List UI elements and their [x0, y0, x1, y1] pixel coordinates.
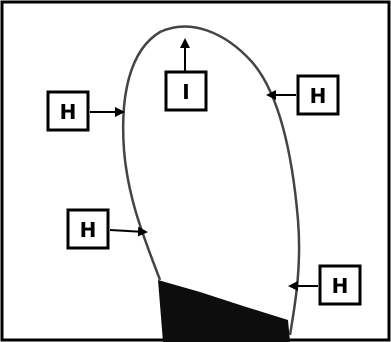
- dark-region: [158, 280, 290, 342]
- label-top-group: I: [164, 38, 208, 112]
- label-lower-left-text: H: [80, 218, 97, 242]
- label-lower-right-group: H: [288, 264, 362, 306]
- label-box-upper-right: [296, 74, 340, 116]
- label-upper-left-text: H: [60, 100, 77, 124]
- label-upper-right-text: H: [310, 84, 327, 108]
- oval-outline: [121, 25, 301, 336]
- label-box-lower-right: [318, 264, 362, 306]
- label-box-upper-left: [46, 90, 90, 132]
- label-upper-right-group: H: [266, 74, 340, 116]
- label-lower-left-group: H: [66, 208, 148, 250]
- label-top-text: I: [182, 80, 189, 104]
- label-upper-left-group: H: [46, 90, 125, 132]
- arrow-lower-left: [109, 226, 148, 237]
- label-box-top: [164, 70, 208, 112]
- label-box-lower-left: [66, 208, 110, 250]
- label-lower-right-text: H: [332, 274, 349, 298]
